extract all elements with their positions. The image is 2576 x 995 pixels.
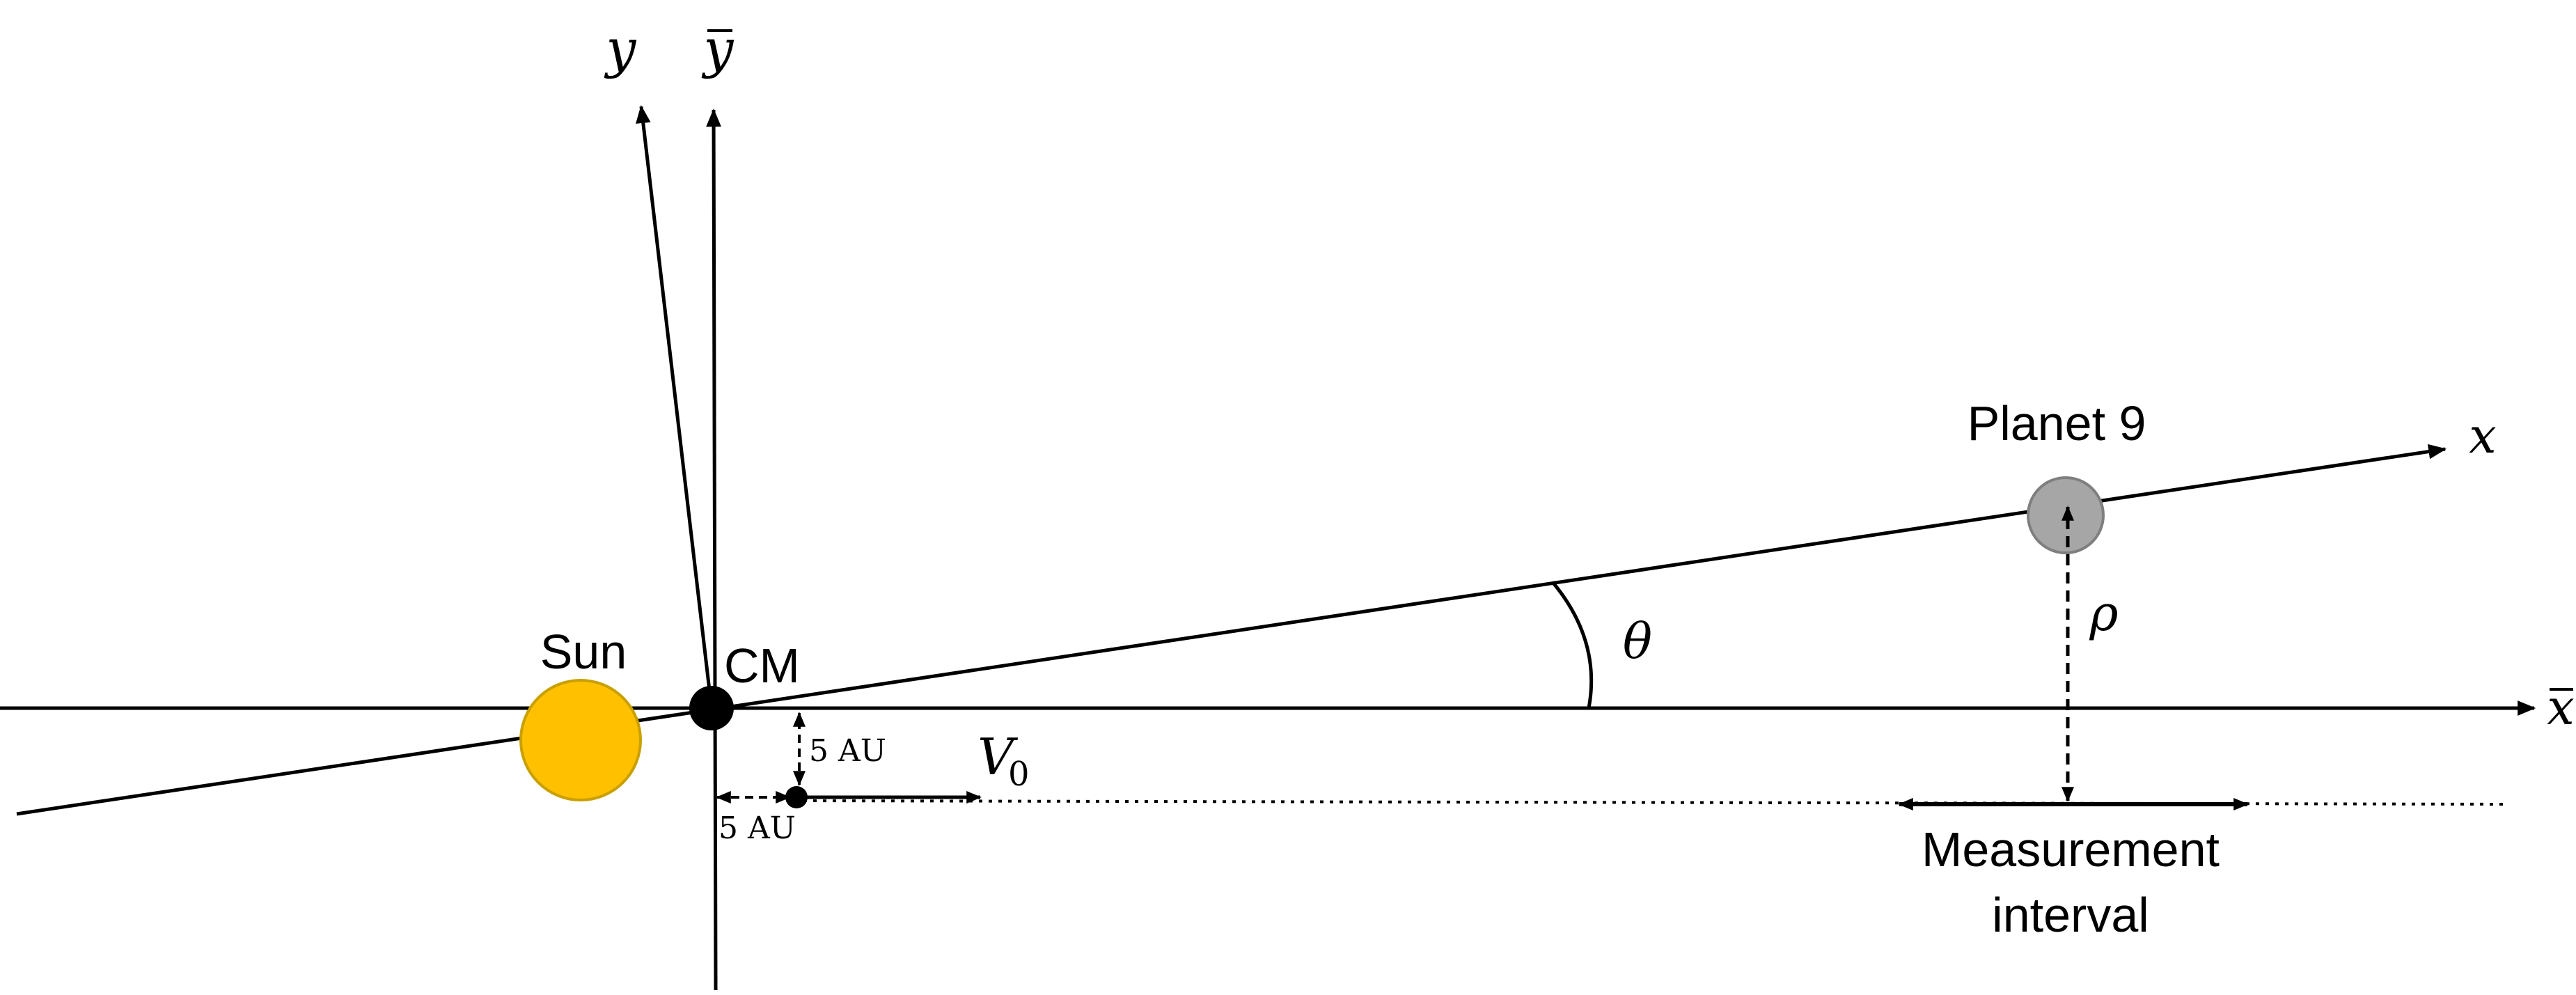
theta-arc [1551, 581, 1594, 709]
start-point-dot [785, 786, 808, 808]
x-axis-label: x [2469, 407, 2496, 464]
rho-label: ρ [2089, 585, 2118, 642]
measurement-label-line2: interval [1992, 888, 2149, 942]
v0-sub-label: 0 [1008, 755, 1030, 794]
xbar-axis-label-group: x [2547, 679, 2574, 736]
y-axis-line [636, 104, 714, 709]
ybar-axis-label: y [702, 17, 735, 79]
offset-vertical-label: 5 AU [809, 733, 886, 769]
ybar-axis-line [706, 108, 721, 991]
planet-9-label: Planet 9 [1968, 396, 2146, 451]
theta-label: θ [1623, 613, 1652, 670]
y-axis-label: y [604, 17, 637, 79]
planet-9-circle [2027, 476, 2105, 554]
v0-label: V 0 [977, 728, 1030, 794]
sun-label: Sun [540, 625, 627, 679]
measurement-label-line1: Measurement [1922, 822, 2220, 877]
cm-dot [689, 686, 734, 730]
ybar-axis-label-group: y [702, 17, 735, 79]
v0-main-label: V [977, 728, 1019, 786]
trajectory-dotted-line [793, 799, 2507, 806]
offset-horizontal-label: 5 AU [718, 810, 796, 846]
sun-circle [519, 679, 642, 801]
cm-label: CM [724, 638, 800, 693]
xbar-axis-label: x [2547, 679, 2574, 736]
